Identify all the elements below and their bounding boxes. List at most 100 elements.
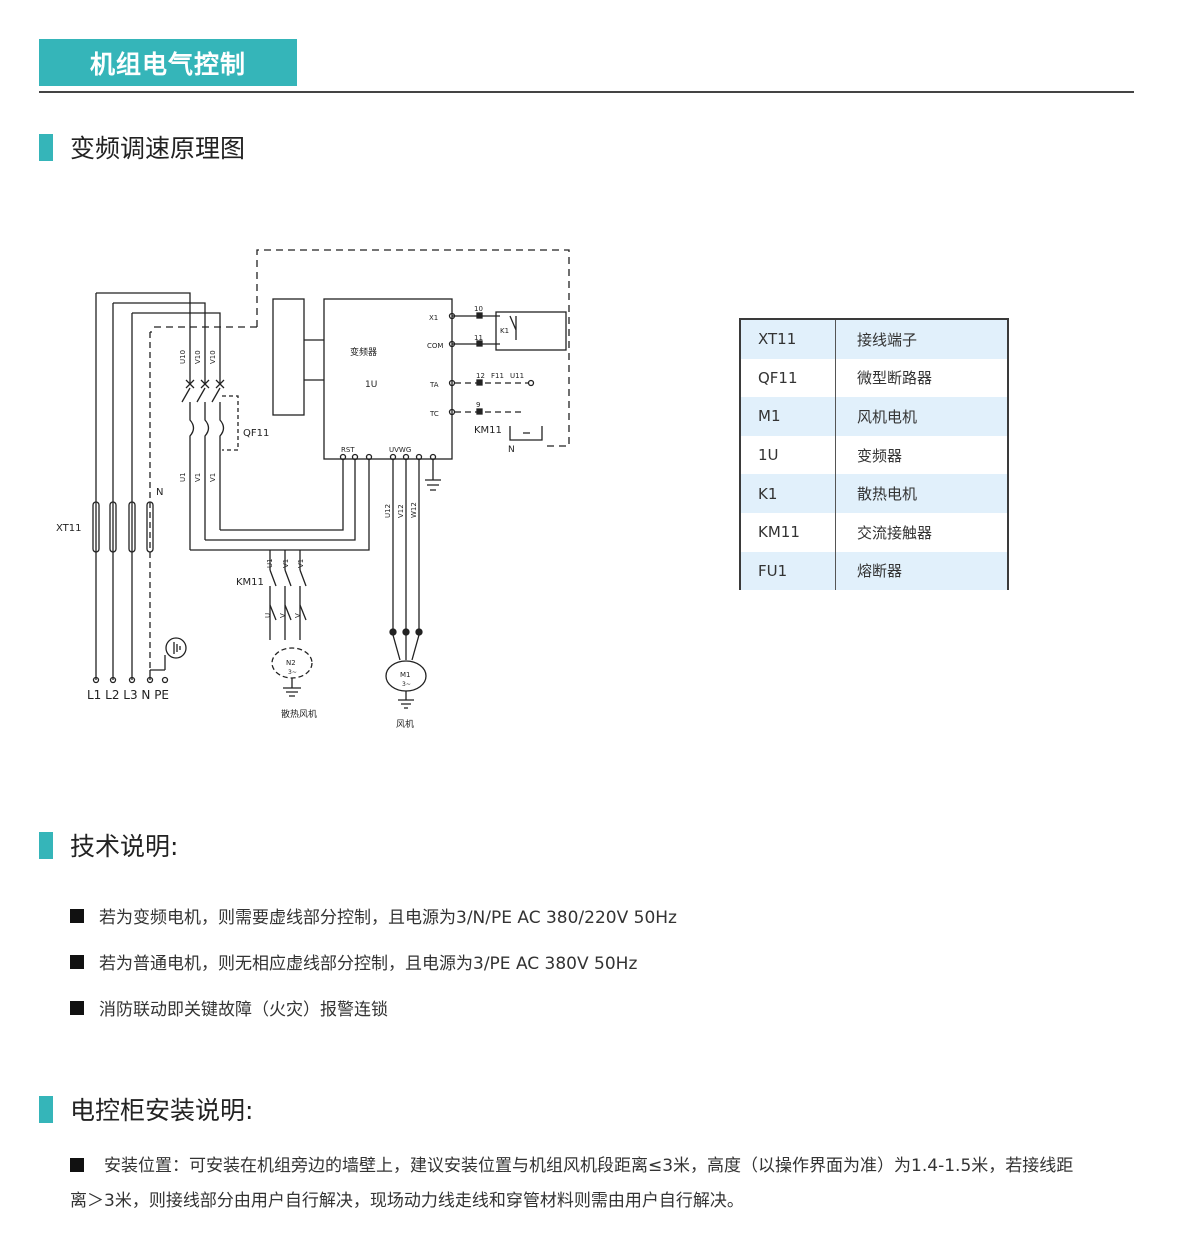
label-cooling-fan: 散热风机	[281, 708, 317, 720]
legend-name: 接线端子	[857, 330, 918, 349]
bullet-square-icon	[70, 1000, 84, 1015]
wire-l1	[96, 292, 191, 383]
wire-l3	[132, 312, 221, 383]
label-tc: TC	[429, 410, 439, 418]
legend-row: KM11 交流接触器	[741, 512, 1007, 552]
bullet-square-icon	[70, 954, 84, 969]
label-t11: 11	[474, 334, 483, 342]
section-install-title: 电控柜安装说明:	[70, 1096, 254, 1125]
bullet-square-icon	[70, 1158, 84, 1172]
tech-point: 若为变频电机，则需要虚线部分控制，且电源为3/N/PE AC 380/220V …	[70, 903, 677, 928]
label-u12: U12	[384, 504, 392, 518]
label-km11-left: KM11	[236, 577, 264, 588]
label-supply-lines: L1 L2 L3 N PE	[87, 688, 169, 702]
relay-k1	[495, 311, 567, 351]
vfd-wiring-diagram: XT11 QF11 KM11 KM11 变频器 1U X1 COM TA TC …	[56, 249, 570, 730]
section-marker	[39, 1095, 53, 1123]
label-t12: 12	[476, 372, 485, 380]
label-com: COM	[427, 342, 443, 350]
legend-code: FU1	[741, 551, 836, 591]
label-m1-phase: 3~	[402, 681, 411, 688]
terminal-l3	[128, 501, 136, 553]
label-u10: U10	[179, 350, 187, 364]
legend-code: KM11	[741, 512, 836, 552]
legend-name: 变频器	[857, 446, 903, 465]
legend-code: 1U	[741, 435, 836, 475]
legend-row: FU1 熔断器	[741, 551, 1007, 591]
tech-point: 若为普通电机，则无相应虚线部分控制，且电源为3/PE AC 380V 50Hz	[70, 949, 637, 974]
label-km11-right: KM11	[474, 425, 502, 436]
label-xt11: XT11	[56, 523, 82, 534]
label-n2: N2	[286, 659, 296, 667]
tech-point-text: 若为普通电机，则无相应虚线部分控制，且电源为3/PE AC 380V 50Hz	[99, 954, 638, 974]
label-f11: F11	[491, 372, 504, 380]
tech-point-text: 消防联动即关键故障（火灾）报警连锁	[99, 1000, 388, 1020]
legend-code: XT11	[741, 320, 836, 359]
label-x1: X1	[429, 314, 438, 322]
label-u1: U1	[179, 472, 187, 482]
tech-point-text: 若为变频电机，则需要虚线部分控制，且电源为3/N/PE AC 380/220V …	[99, 908, 677, 928]
label-qf11: QF11	[243, 428, 269, 439]
legend-name: 交流接触器	[857, 523, 933, 542]
dashed-control-loop-top	[256, 249, 570, 447]
label-rst: RST	[341, 446, 355, 454]
label-u11: U11	[510, 372, 524, 380]
label-k1: K1	[500, 327, 509, 335]
legend-name: 风机电机	[857, 407, 918, 426]
section-schematic: 变频调速原理图	[39, 129, 245, 165]
legend-code: QF11	[741, 358, 836, 398]
section-marker	[39, 831, 53, 859]
terminal-n	[146, 501, 154, 553]
label-w1: V1	[209, 473, 217, 482]
vfd-box	[323, 298, 453, 460]
label-v12: V12	[397, 504, 405, 518]
label-m1: M1	[400, 671, 411, 679]
label-w10: V10	[209, 350, 217, 364]
section-schematic-title: 变频调速原理图	[70, 134, 246, 163]
legend-name: 微型断路器	[857, 369, 933, 388]
label-v10: V10	[194, 350, 202, 364]
label-u-n: U	[264, 613, 272, 618]
label-n2-phase: 3~	[288, 669, 297, 676]
label-n-right: N	[508, 445, 515, 455]
component-legend-table: XT11 接线端子 QF11 微型断路器 M1 风机电机 1U 变频器 K1 散…	[739, 318, 1009, 591]
install-paragraph: 安装位置：可安装在机组旁边的墙壁上，建议安装位置与机组风机段距离≤3米，高度（以…	[70, 1149, 1080, 1219]
label-ta: TA	[429, 381, 439, 389]
label-w12: W12	[410, 502, 418, 518]
install-text: 安装位置：可安装在机组旁边的墙壁上，建议安装位置与机组风机段距离≤3米，高度（以…	[70, 1156, 1074, 1211]
section-marker	[39, 133, 53, 161]
label-v-n: V	[279, 613, 287, 618]
label-vfd-id: 1U	[365, 380, 377, 390]
legend-name: 散热电机	[857, 485, 918, 504]
legend-row: XT11 接线端子	[741, 320, 1007, 359]
label-vfd-name: 变频器	[350, 346, 377, 358]
wire-l2	[113, 302, 206, 383]
legend-row: QF11 微型断路器	[741, 358, 1007, 398]
terminal-l1	[92, 501, 100, 553]
legend-row: M1 风机电机	[741, 397, 1007, 436]
label-t9: 9	[476, 401, 480, 409]
label-t10: 10	[474, 305, 483, 313]
label-w11b: V1	[297, 559, 305, 568]
header-divider	[39, 91, 1134, 93]
legend-row: K1 散热电机	[741, 474, 1007, 513]
section-tech: 技术说明:	[39, 827, 178, 863]
section-install: 电控柜安装说明:	[39, 1091, 253, 1127]
label-w-n: V	[294, 613, 302, 618]
legend-code: M1	[741, 397, 836, 436]
vfd-panel	[272, 298, 305, 416]
section-tech-title: 技术说明:	[70, 832, 179, 861]
legend-code: K1	[741, 474, 836, 513]
bullet-square-icon	[70, 908, 84, 923]
label-fan: 风机	[396, 718, 414, 730]
page-header-banner: 机组电气控制	[39, 39, 297, 86]
label-uvwg: UVWG	[389, 446, 411, 454]
page-title: 机组电气控制	[89, 49, 246, 79]
label-v11b: V1	[282, 559, 290, 568]
label-v1: V1	[194, 473, 202, 482]
tech-point: 消防联动即关键故障（火灾）报警连锁	[70, 995, 388, 1020]
terminal-l2	[109, 501, 117, 553]
legend-name: 熔断器	[857, 562, 903, 581]
legend-row: 1U 变频器	[741, 435, 1007, 475]
label-u11b: U1	[266, 558, 274, 568]
